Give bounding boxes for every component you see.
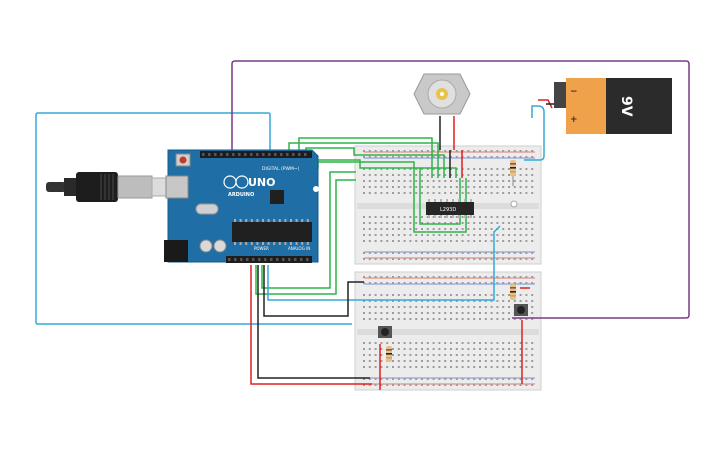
wire-blue-resistor[interactable] (524, 105, 545, 161)
resistor-icon[interactable] (510, 284, 516, 300)
analog-in-label: ANALOG IN (288, 246, 310, 251)
dc-motor-icon[interactable] (413, 73, 471, 115)
wire-red-group[interactable] (250, 99, 553, 390)
resistor-icon[interactable] (510, 160, 516, 186)
battery-plus-label: + (570, 115, 578, 125)
power-label: POWER (254, 246, 269, 251)
arduino-model-label: UNO (248, 176, 276, 189)
arduino-uno-board[interactable]: UNO ARDUINO DIGITAL (PWM~) POWER ANALOG … (164, 149, 319, 263)
battery-voltage-label: 9V (618, 96, 634, 117)
pushbutton-icon[interactable] (514, 304, 528, 316)
usb-cable-icon[interactable] (46, 172, 167, 202)
battery-icon[interactable]: − + 9V (554, 78, 672, 134)
battery-minus-label: − (570, 87, 578, 97)
digital-pwm-label: DIGITAL (PWM~) (262, 166, 300, 172)
breadboard-node (510, 200, 518, 208)
resistor-icon[interactable] (386, 346, 392, 362)
wire-purple-loop[interactable] (231, 60, 690, 319)
l293d-driver-chip[interactable]: L293D (426, 199, 474, 218)
arduino-brand-label: ARDUINO (228, 192, 254, 198)
pushbutton-icon[interactable] (378, 326, 392, 338)
wire-blue-loop[interactable] (35, 112, 352, 325)
wire-blue-battery[interactable] (267, 225, 501, 301)
wire-black-group[interactable] (257, 103, 556, 379)
driver-chip-label: L293D (440, 207, 456, 213)
arduino-logo (223, 175, 249, 189)
